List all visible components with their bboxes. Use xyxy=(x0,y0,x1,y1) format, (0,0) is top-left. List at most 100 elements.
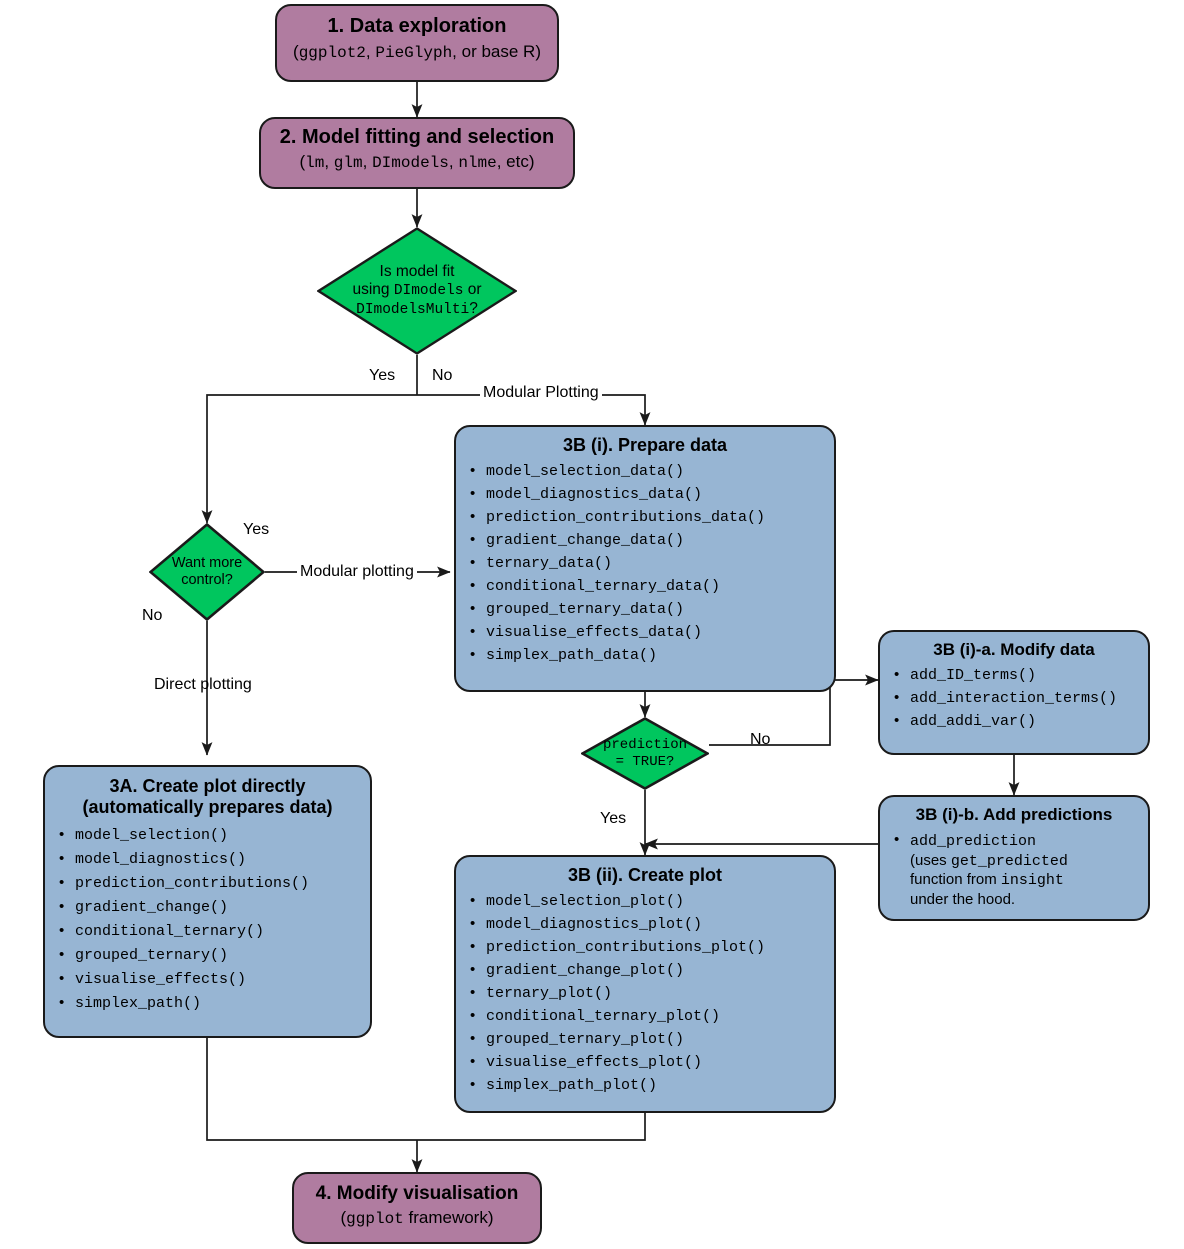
edge-label-direct-plotting: Direct plotting xyxy=(154,676,252,693)
diamond-shape xyxy=(581,717,709,790)
step3a-title: 3A. Create plot directly (automatically … xyxy=(55,776,360,818)
node-step3a[interactable]: 3A. Create plot directly (automatically … xyxy=(43,765,372,1038)
decision2-text: Want more control? xyxy=(149,523,265,621)
node-decision-prediction-true[interactable]: prediction = TRUE? xyxy=(581,717,709,790)
decision3-line1: prediction xyxy=(602,736,687,753)
diamond-shape xyxy=(317,227,517,355)
diamond-shape xyxy=(149,523,265,621)
t: ( xyxy=(340,1208,347,1228)
node-step3bia[interactable]: 3B (i)-a. Modify data add_ID_terms() add… xyxy=(878,630,1150,755)
list-item: model_diagnostics_plot() xyxy=(466,916,824,932)
list-item: model_selection_data() xyxy=(466,463,824,479)
edge-label-modular-plotting-top: Modular Plotting xyxy=(480,384,602,402)
edge-decision1-yes xyxy=(201,394,417,524)
step3bib-function-list: add_prediction (uses get_predicted funct… xyxy=(890,831,1138,909)
decision3-line2: = TRUE? xyxy=(615,753,675,770)
edge-label-decision3-yes: Yes xyxy=(600,810,627,827)
edge-label-decision3-no: No xyxy=(750,731,771,748)
list-item: conditional_ternary_plot() xyxy=(466,1008,824,1024)
decision1-line2: using DImodels or xyxy=(352,281,481,300)
pkg-lm: lm xyxy=(305,153,325,172)
edge-label-decision1-yes: Yes xyxy=(369,367,396,384)
t: under the hood. xyxy=(910,890,1016,908)
list-item: model_diagnostics_data() xyxy=(466,486,824,502)
node-decision-model-fit[interactable]: Is model fit using DImodels or DImodelsM… xyxy=(317,227,517,355)
pkg-ggplot2: ggplot2 xyxy=(298,43,366,62)
fn-get-predicted: get_predicted xyxy=(950,852,1068,870)
pkg-nlme: nlme xyxy=(458,153,497,172)
t: ? xyxy=(469,300,478,318)
list-item: gradient_change_data() xyxy=(466,532,824,548)
list-item: model_selection_plot() xyxy=(466,893,824,909)
edge-decision3-no xyxy=(709,674,879,746)
step3a-title-line2: (automatically prepares data) xyxy=(82,797,333,818)
t: function from xyxy=(910,871,1001,889)
list-item: simplex_path() xyxy=(55,995,360,1011)
t: , or base R) xyxy=(452,41,541,61)
step3bia-title: 3B (i)-a. Modify data xyxy=(933,640,1095,659)
step3bib-title: 3B (i)-b. Add predictions xyxy=(915,805,1113,824)
list-item: prediction_contributions_data() xyxy=(466,509,824,525)
list-item: add_ID_terms() xyxy=(890,667,1138,683)
edge-label-decision2-yes: Yes xyxy=(243,521,270,538)
node-step3bii[interactable]: 3B (ii). Create plot model_selection_plo… xyxy=(454,855,836,1113)
list-item: add_prediction (uses get_predicted funct… xyxy=(890,831,1138,909)
step4-subtitle: (ggplot framework) xyxy=(304,1208,530,1229)
node-step3bi[interactable]: 3B (i). Prepare data model_selection_dat… xyxy=(454,425,836,692)
pkg-ggplot: ggplot xyxy=(346,1210,404,1229)
t: , etc) xyxy=(496,151,535,171)
step3bia-function-list: add_ID_terms() add_interaction_terms() a… xyxy=(890,667,1138,729)
fn-add-prediction: add_prediction xyxy=(910,833,1037,851)
step3a-function-list: model_selection() model_diagnostics() pr… xyxy=(55,827,360,1011)
list-item: add_addi_var() xyxy=(890,713,1138,729)
step3bii-function-list: model_selection_plot() model_diagnostics… xyxy=(466,893,824,1093)
edge-label-decision1-no: No xyxy=(432,367,453,384)
list-item: visualise_effects_data() xyxy=(466,624,824,640)
list-item: gradient_change_plot() xyxy=(466,962,824,978)
list-item: ternary_data() xyxy=(466,555,824,571)
step3bi-function-list: model_selection_data() model_diagnostics… xyxy=(466,463,824,663)
list-item: model_diagnostics() xyxy=(55,851,360,867)
t: , xyxy=(362,151,373,171)
pkg-dimodelsmulti: DImodelsMulti xyxy=(356,302,470,319)
step3bi-title: 3B (i). Prepare data xyxy=(562,435,728,455)
list-item: visualise_effects_plot() xyxy=(466,1054,824,1070)
pkg-glm: glm xyxy=(333,153,363,172)
node-step1[interactable]: 1. Data exploration (ggplot2, PieGlyph, … xyxy=(275,4,559,82)
t: ( xyxy=(299,151,306,171)
list-item: grouped_ternary_plot() xyxy=(466,1031,824,1047)
decision3-text: prediction = TRUE? xyxy=(581,717,709,790)
t: , xyxy=(448,151,459,171)
pkg-dimodels: DImodels xyxy=(372,153,449,172)
list-item: ternary_plot() xyxy=(466,985,824,1001)
t: framework) xyxy=(403,1208,494,1228)
decision2-line1: Want more xyxy=(171,554,243,571)
list-item: add_interaction_terms() xyxy=(890,690,1138,706)
t: using xyxy=(352,281,394,299)
t: or xyxy=(463,281,482,299)
edge-label-decision2-no: No xyxy=(142,607,163,624)
list-item: conditional_ternary_data() xyxy=(466,578,824,594)
edge-label-modular-plotting: Modular plotting xyxy=(297,563,417,581)
step2-title: 2. Model fitting and selection xyxy=(279,126,555,148)
node-step2[interactable]: 2. Model fitting and selection (lm, glm,… xyxy=(259,117,575,189)
edge-merge-bar xyxy=(206,1038,646,1141)
step4-title: 4. Modify visualisation xyxy=(315,1183,519,1204)
node-step4[interactable]: 4. Modify visualisation (ggplot framewor… xyxy=(292,1172,542,1244)
t: , xyxy=(365,41,376,61)
step3a-title-line1: 3A. Create plot directly xyxy=(109,776,306,796)
list-item: visualise_effects() xyxy=(55,971,360,987)
list-item: grouped_ternary() xyxy=(55,947,360,963)
decision2-line2: control? xyxy=(181,572,233,588)
list-item: prediction_contributions_plot() xyxy=(466,939,824,955)
step2-subtitle: (lm, glm, DImodels, nlme, etc) xyxy=(269,152,565,173)
node-decision-want-control[interactable]: Want more control? xyxy=(149,523,265,621)
list-item: conditional_ternary() xyxy=(55,923,360,939)
pkg-pieglyph: PieGlyph xyxy=(375,43,453,62)
node-step3bib[interactable]: 3B (i)-b. Add predictions add_prediction… xyxy=(878,795,1150,921)
decision1-line3: DImodelsMulti? xyxy=(356,300,478,319)
decision1-text: Is model fit using DImodels or DImodelsM… xyxy=(317,227,517,355)
list-item: simplex_path_plot() xyxy=(466,1077,824,1093)
list-item: prediction_contributions() xyxy=(55,875,360,891)
